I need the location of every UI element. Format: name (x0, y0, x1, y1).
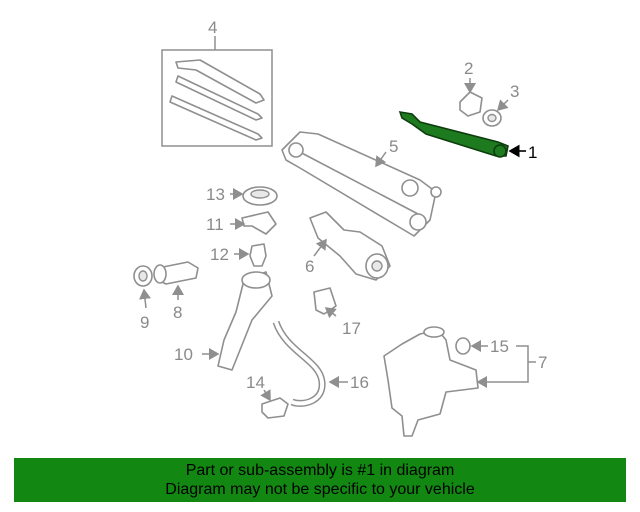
grommet-part-9[interactable] (133, 265, 153, 287)
callout-16: 16 (350, 373, 369, 392)
hose-part-16[interactable] (272, 320, 326, 407)
nut-part-3[interactable] (482, 109, 502, 127)
callout-11: 11 (206, 215, 224, 234)
grommet-part-15[interactable] (455, 337, 471, 355)
wiper-arm-part-1[interactable] (398, 110, 509, 158)
callout-8: 8 (173, 303, 182, 322)
callout-1: 1 (528, 143, 537, 162)
wiper-motor-part-6[interactable] (309, 211, 391, 281)
info-banner: Part or sub-assembly is #1 in diagram Di… (14, 458, 626, 502)
callout-7: 7 (538, 353, 547, 372)
connector-part-12[interactable] (249, 243, 267, 267)
wiper-linkage-part-5[interactable] (281, 131, 442, 237)
banner-line-2: Diagram may not be specific to your vehi… (165, 481, 475, 498)
banner-line-1: Part or sub-assembly is #1 in diagram (185, 462, 455, 479)
callout-10: 10 (174, 345, 193, 364)
cap-part-13[interactable] (242, 186, 278, 206)
pump-part-8[interactable] (153, 261, 199, 285)
filler-neck-part-10[interactable] (217, 271, 273, 371)
callout-3: 3 (510, 82, 519, 101)
callout-15: 15 (490, 337, 509, 356)
clamp-part-11[interactable] (241, 211, 277, 235)
cap-part-17[interactable] (313, 287, 337, 315)
callout-5: 5 (389, 137, 398, 156)
callout-6: 6 (305, 257, 314, 276)
callout-2: 2 (464, 59, 473, 78)
callout-labels: 4 1 2 3 5 13 11 12 6 9 8 17 10 15 7 16 1… (140, 18, 547, 392)
callout-13: 13 (206, 185, 225, 204)
callout-17: 17 (342, 319, 361, 338)
leader-lines (139, 36, 536, 402)
callout-4: 4 (208, 18, 217, 37)
callout-12: 12 (210, 245, 229, 264)
callout-14: 14 (246, 373, 265, 392)
callout-9: 9 (140, 313, 149, 332)
wiper-blade-part-4[interactable] (161, 49, 273, 147)
washer-reservoir-part-7[interactable] (383, 326, 479, 437)
nozzle-part-14[interactable] (261, 397, 289, 419)
arm-cap-part-2[interactable] (459, 91, 483, 117)
